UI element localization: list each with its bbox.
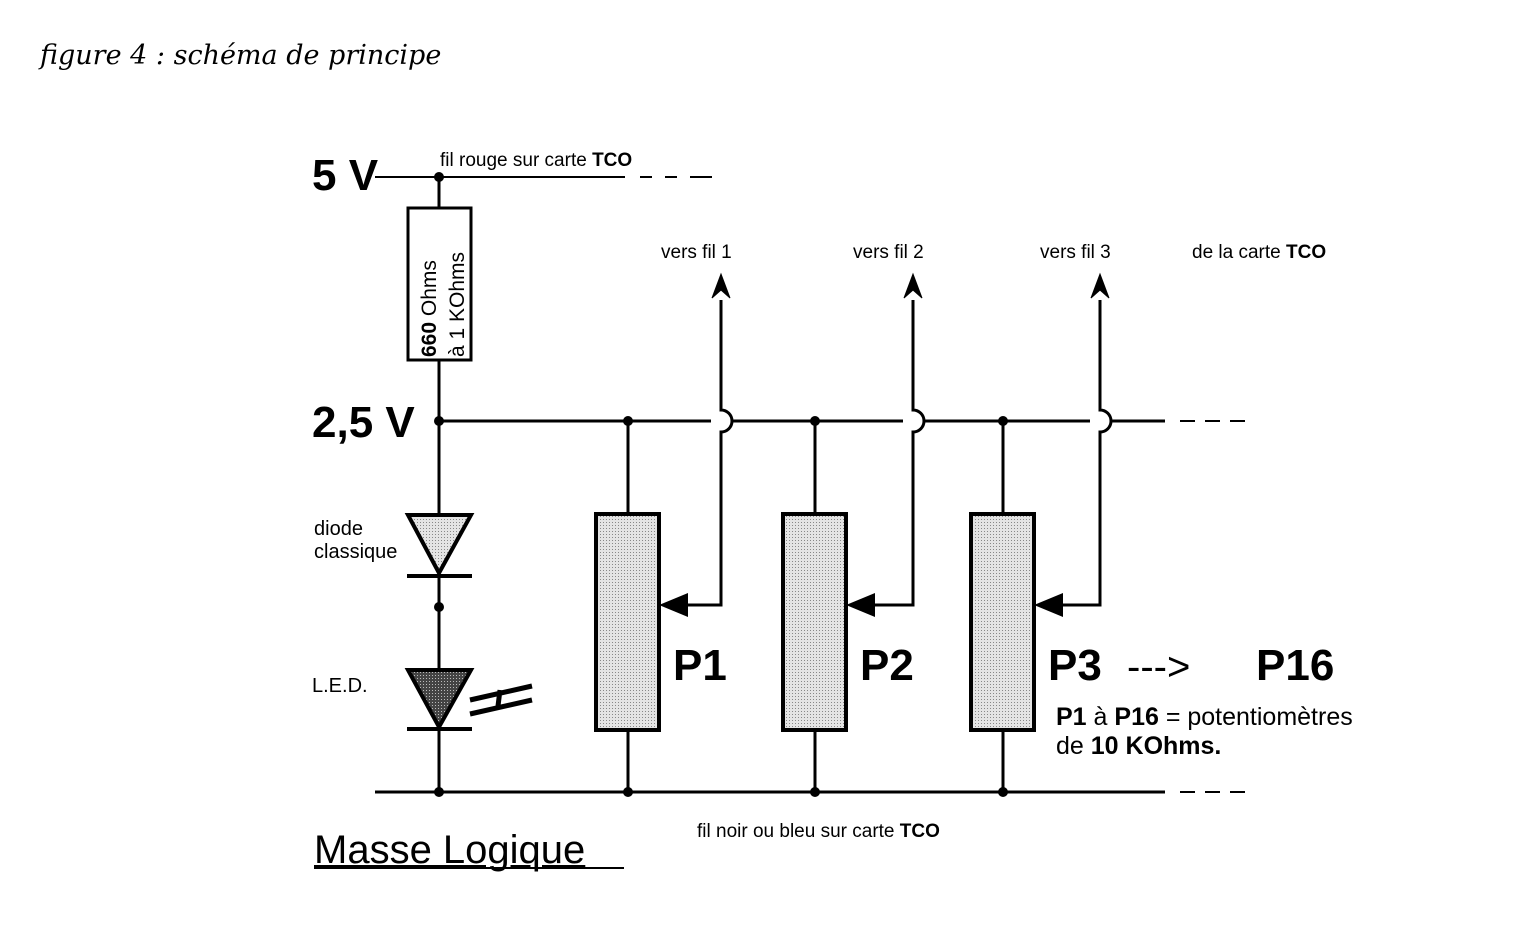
wiper-arrow-icon bbox=[846, 593, 875, 617]
junction-dot bbox=[998, 787, 1008, 797]
pot-body bbox=[969, 512, 1036, 732]
diode-symbol bbox=[404, 513, 475, 578]
board-note: de la carte TCO bbox=[1192, 242, 1326, 263]
supply-rail: 5 V fil rouge sur carte TCO bbox=[312, 150, 712, 200]
led: L.E.D. bbox=[312, 668, 533, 792]
supply-wire-note: fil rouge sur carte TCO bbox=[440, 150, 632, 171]
output-arrow-icon bbox=[711, 272, 731, 299]
potentiometer-3: vers fil 3 P3 bbox=[969, 242, 1113, 797]
pot-body bbox=[781, 512, 848, 732]
diode: diode classique bbox=[314, 421, 475, 668]
range-arrow: ---> bbox=[1127, 645, 1190, 689]
ground-label: Masse Logique bbox=[314, 828, 585, 872]
pot-label: P1 bbox=[673, 641, 727, 690]
junction-dot bbox=[810, 787, 820, 797]
ground-wire-note: fil noir ou bleu sur carte TCO bbox=[697, 821, 940, 842]
pot-label: P3 bbox=[1048, 641, 1102, 690]
junction-dot bbox=[434, 602, 444, 612]
output-label: vers fil 3 bbox=[1040, 242, 1111, 263]
supply-label: 5 V bbox=[312, 151, 379, 200]
junction-dot bbox=[434, 787, 444, 797]
wiper-lead bbox=[686, 300, 734, 607]
series-resistor: 660 Ohms à 1 KOhms bbox=[406, 177, 473, 421]
led-label: L.E.D. bbox=[312, 675, 368, 697]
wiper-lead bbox=[873, 300, 926, 607]
ground-rail: Masse Logique fil noir ou bleu sur carte… bbox=[314, 787, 1245, 872]
output-arrow-icon bbox=[1090, 272, 1110, 299]
wiper-arrow-icon bbox=[1034, 593, 1063, 617]
pot-body bbox=[594, 512, 661, 732]
mid-rail: 2,5 V bbox=[312, 398, 1245, 447]
pot-label: P2 bbox=[860, 641, 914, 690]
output-arrow-icon bbox=[903, 272, 923, 299]
output-label: vers fil 2 bbox=[853, 242, 924, 263]
junction-dot bbox=[623, 416, 633, 426]
junction-dot bbox=[623, 787, 633, 797]
potentiometer-2: vers fil 2 P2 bbox=[781, 242, 926, 797]
potentiometers: vers fil 1 P1 vers fil 2 P2 vers fil 3 P3 bbox=[594, 242, 1113, 797]
wiper-lead bbox=[1061, 300, 1113, 607]
potentiometer-1: vers fil 1 P1 bbox=[594, 242, 734, 797]
output-label: vers fil 1 bbox=[661, 242, 732, 263]
diode-label-line1: diode bbox=[314, 518, 363, 540]
pot-note-line2: de 10 KOhms. bbox=[1056, 732, 1221, 760]
pot-note-line1: P1 à P16 = potentiomètres bbox=[1056, 703, 1353, 731]
resistor-value-line2: à 1 KOhms bbox=[446, 252, 469, 357]
led-symbol bbox=[404, 668, 475, 732]
light-emission-icon bbox=[469, 683, 533, 717]
mid-label: 2,5 V bbox=[312, 398, 415, 447]
junction-dot bbox=[810, 416, 820, 426]
wiper-arrow-icon bbox=[659, 593, 688, 617]
diode-label-line2: classique bbox=[314, 541, 397, 563]
resistor-value-line1: 660 Ohms bbox=[418, 260, 441, 357]
figure-caption: figure 4 : schéma de principe bbox=[40, 40, 442, 71]
pot-label-last: P16 bbox=[1256, 641, 1334, 690]
junction-dot bbox=[998, 416, 1008, 426]
